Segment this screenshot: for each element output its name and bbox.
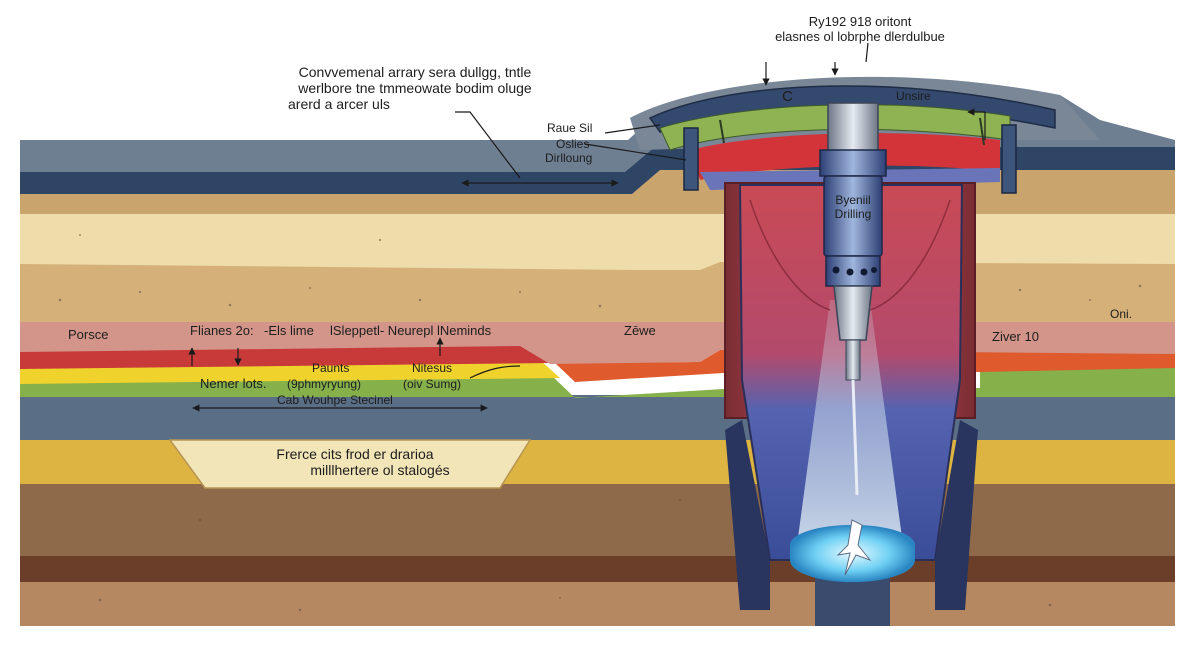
label-ziver: Ziver 10: [992, 329, 1039, 344]
label-flanes: Flianes 2o:: [190, 323, 254, 338]
label-drill-line2: Drilling: [834, 206, 872, 221]
shaft-lower-casing-right: [935, 420, 978, 610]
drill-shaft: [724, 182, 978, 626]
label-lens: Frerce cits frod er drarioa milllhertere…: [230, 446, 480, 478]
label-nemer-lots: Nemer lots.: [200, 376, 267, 391]
label-top-left-line2: werlbore tne tmmeowate bodim oluge: [298, 80, 532, 97]
label-zewe: Zēwe: [624, 323, 656, 338]
label-els-lime: -Els lime: [264, 323, 314, 338]
fracture-spark: [836, 519, 872, 576]
label-oiv: (oiv Sumg): [403, 377, 462, 391]
stratum-brown: [20, 482, 1175, 556]
drill-head: [833, 285, 873, 341]
flange-right: [1001, 124, 1017, 194]
label-top-right-line1: Ry192 918 oritont: [808, 14, 912, 29]
drill-collar: [819, 149, 887, 177]
annotation-lines: [188, 42, 986, 412]
label-top-left: Convvemenal arrary sera dullgg, tntle we…: [270, 64, 560, 112]
lens-deposit: [168, 439, 532, 489]
stratum-cream: [20, 212, 1175, 270]
beam-cone: [795, 300, 905, 560]
drill-string: [819, 102, 887, 496]
stratum-red: [20, 345, 550, 369]
label-top-left-line3: arerd a arcer uls: [288, 96, 390, 113]
label-drill-line1: Byeniil: [835, 193, 871, 207]
label-cap-unit: Unsire: [896, 89, 931, 103]
label-rause: Raue Sil: [547, 121, 593, 135]
stratum-green-right: [980, 368, 1175, 392]
label-top-left-line1: Convvemenal arrary sera dullgg, tntle: [298, 64, 532, 80]
label-porsce: Porsce: [68, 327, 109, 342]
flange-left: [683, 127, 699, 191]
label-lens-line2: milllhertere ol stalogés: [310, 462, 450, 479]
drill-top-rod: [827, 102, 879, 154]
label-top-right-line2: elasnes ol lobrphe dlerdulbue: [775, 28, 945, 44]
label-oni: Oni.: [1110, 307, 1133, 321]
label-nitseus: Nitesus: [412, 361, 453, 375]
label-paunts: Paunts: [312, 361, 350, 375]
label-cap-letter: C: [782, 88, 793, 105]
drill-neck: [845, 339, 861, 381]
label-drill: Byeniil Drilling: [824, 193, 882, 222]
shaft-lower-casing: [725, 420, 770, 610]
label-drilling-left: Dirlloung: [545, 151, 593, 165]
label-ostiles: Oslies: [556, 137, 590, 151]
label-bpmy: (9phmyryung): [287, 377, 362, 391]
label-lens-line1: Frerce cits frod er drarioa: [276, 446, 434, 462]
label-cab-stenol: Cab Wouhpe Stecinel: [277, 393, 393, 407]
label-top-right: Ry192 918 oritont elasnes ol lobrphe dle…: [745, 14, 975, 45]
stratum-dark-brown: [20, 555, 1175, 582]
label-stepped: lSleppetl- Neurepl lNeminds: [330, 323, 492, 338]
stratum-slate: [20, 395, 1175, 440]
stratum-bottom-soil: [20, 580, 1175, 626]
stratum-sand: [20, 262, 1175, 322]
drill-bit-rod: [851, 379, 859, 496]
